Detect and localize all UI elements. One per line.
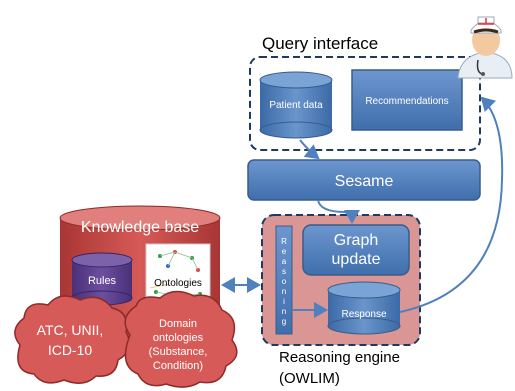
patient-data-database: Patient data [259, 71, 333, 139]
query-interface-title: Query interface [262, 34, 378, 53]
ontologies-label: Ontologies [154, 278, 202, 289]
patient-data-label: Patient data [269, 100, 323, 111]
rules-label: Rules [88, 275, 117, 287]
arrow-sesame-to-graph-update [317, 199, 360, 224]
reasoning-bar [275, 225, 293, 335]
sesame-bar [247, 159, 481, 201]
domain-ontologies-cloud [124, 290, 238, 388]
codes-cloud-label: ATC, UNII,ICD-10 [37, 322, 104, 358]
graph-update-box [302, 224, 410, 276]
recommendations-label: Recommendations [365, 96, 448, 107]
reasoning-engine-title: Reasoning engine(OWLIM) [279, 349, 400, 387]
codes-cloud [14, 295, 131, 384]
arrow-patient-to-sesame [299, 139, 320, 160]
knowledge-base-title: Knowledge base [81, 219, 199, 236]
recommendations-box [351, 69, 463, 131]
response-database: Response [327, 281, 401, 335]
response-label: Response [341, 309, 386, 320]
rules-database: Rules [71, 252, 133, 306]
doctor-icon [457, 16, 513, 79]
sesame-label: Sesame [335, 173, 394, 190]
arrow-response-to-recommendations [399, 96, 504, 313]
